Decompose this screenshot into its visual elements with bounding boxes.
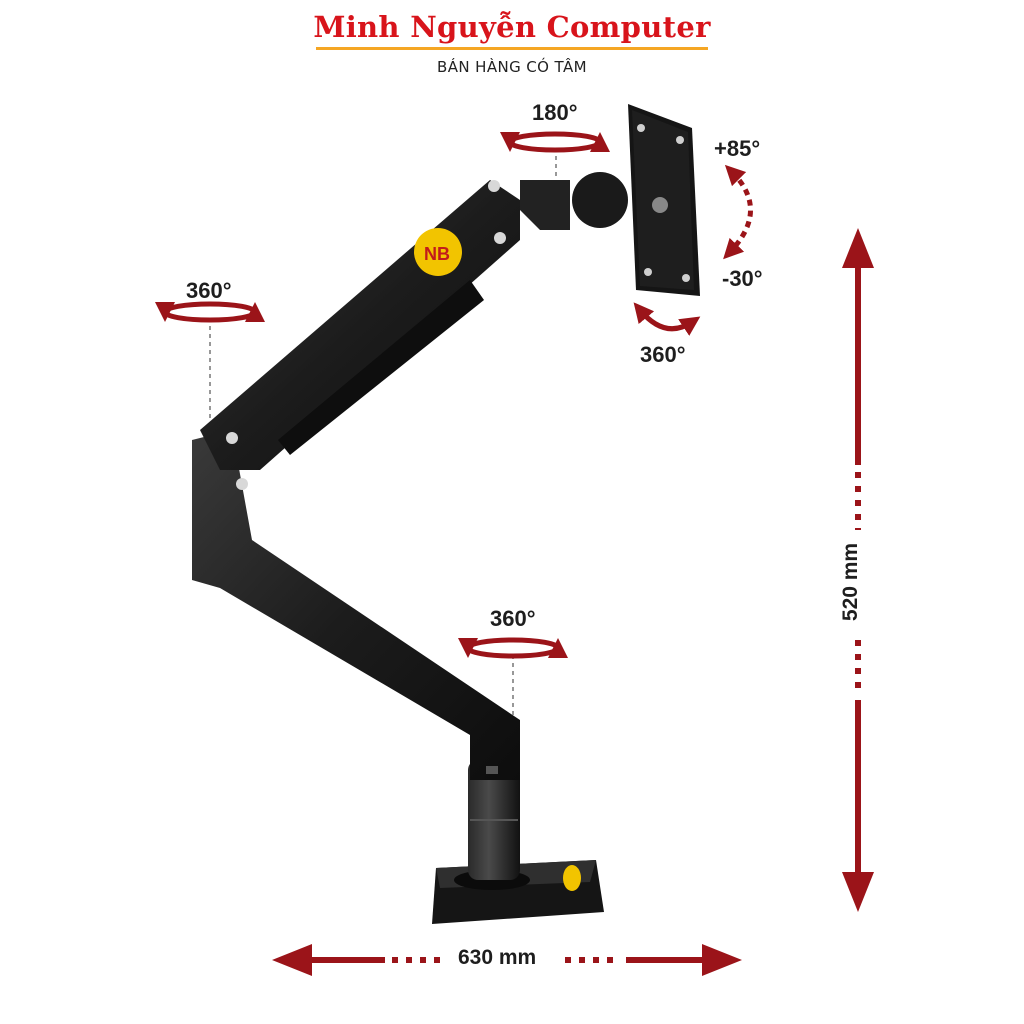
- upper-arm: [200, 180, 520, 470]
- top-swivel-label: 180°: [532, 100, 578, 125]
- brand-underline: [316, 47, 708, 50]
- height-dimension-label: 520 mm: [839, 542, 863, 622]
- height-dimension-arrow: [842, 228, 874, 912]
- upper-joint-rotation-label: 360°: [186, 278, 232, 303]
- lower-arm: [192, 430, 520, 780]
- width-dimension-arrow: [272, 944, 742, 976]
- base-logo-icon: [563, 865, 581, 891]
- base-joint-rotation-label: 360°: [490, 606, 536, 631]
- brand-tagline: BÁN HÀNG CÓ TÂM: [437, 58, 587, 76]
- brand-title: Minh Nguyễn Computer: [313, 10, 711, 44]
- width-dimension-label: 630 mm: [458, 946, 537, 969]
- tilt-down-label: -30°: [722, 266, 763, 291]
- tilt-up-label: +85°: [714, 136, 761, 161]
- rotation-axes: [209, 148, 557, 715]
- nb-logo-icon: NB: [414, 228, 462, 276]
- svg-text:NB: NB: [424, 244, 450, 264]
- vesa-rotation-label: 360°: [640, 342, 686, 367]
- rotation-arrows: [155, 131, 753, 659]
- swivel-joint: [520, 180, 570, 230]
